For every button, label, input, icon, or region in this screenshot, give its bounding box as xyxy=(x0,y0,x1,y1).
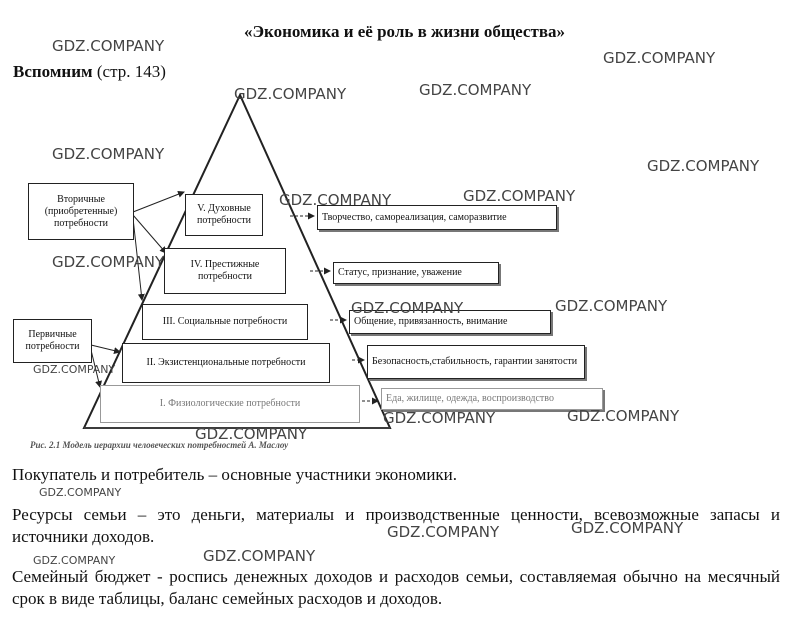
primary-needs-box: Первичные потребности xyxy=(13,319,92,363)
arrow-secondary-v xyxy=(132,190,185,213)
watermark: GDZ.COMPANY xyxy=(463,187,576,205)
watermark: GDZ.COMPANY xyxy=(647,157,760,175)
desc-existential: Безопасность,стабильность, гарантии заня… xyxy=(367,345,585,379)
watermark: GDZ.COMPANY xyxy=(33,363,116,376)
remember-bold: Вспомним xyxy=(13,62,93,81)
watermark: GDZ.COMPANY xyxy=(52,37,165,55)
watermark: GDZ.COMPANY xyxy=(39,486,122,499)
watermark: GDZ.COMPANY xyxy=(52,145,165,163)
level-4-prestige: IV. Престижные потребности xyxy=(164,248,286,294)
watermark: GDZ.COMPANY xyxy=(203,547,316,565)
desc-spiritual: Творчество, самореализация, саморазвитие xyxy=(317,205,557,230)
desc-physiological: Еда, жилище, одежда, воспроизводство xyxy=(381,388,603,410)
arrow-secondary-iii xyxy=(132,217,145,301)
level-3-social: III. Социальные потребности xyxy=(142,304,308,340)
pyramid-diagram xyxy=(82,92,392,429)
watermark: GDZ.COMPANY xyxy=(52,253,165,271)
secondary-needs-box: Вторичные (приобретенные) потребности xyxy=(28,183,134,240)
remember-page: (стр. 143) xyxy=(92,62,166,81)
level-1-physiological: I. Физиологические потребности xyxy=(100,385,360,423)
level-2-existential: II. Экзистенциональные потребности xyxy=(122,343,330,383)
desc-prestige: Статус, признание, уважение xyxy=(333,262,499,284)
watermark: GDZ.COMPANY xyxy=(33,554,116,567)
watermark: GDZ.COMPANY xyxy=(279,191,392,209)
remember-line: Вспомним (стр. 143) xyxy=(13,62,166,82)
arrow-primary-ii xyxy=(90,344,121,354)
watermark: GDZ.COMPANY xyxy=(387,523,500,541)
watermark: GDZ.COMPANY xyxy=(351,299,464,317)
watermark: GDZ.COMPANY xyxy=(419,81,532,99)
watermark: GDZ.COMPANY xyxy=(555,297,668,315)
paragraph-family-resources: Ресурсы семьи – это деньги, материалы и … xyxy=(12,505,780,546)
arrow-primary-i xyxy=(90,349,102,388)
level-5-spiritual: V. Духовные потребности xyxy=(185,194,263,236)
watermark: GDZ.COMPANY xyxy=(571,519,684,537)
paragraph-participants: Покупатель и потребитель – основные учас… xyxy=(12,465,458,484)
arrow-secondary-iv xyxy=(132,214,167,254)
page-title: «Экономика и её роль в жизни общества» xyxy=(243,22,566,41)
paragraph-family-budget: Семейный бюджет - роспись денежных доход… xyxy=(12,567,780,608)
watermark: GDZ.COMPANY xyxy=(603,49,716,67)
watermark: GDZ.COMPANY xyxy=(195,425,308,443)
figure-caption: Рис. 2.1 Модель иерархии человеческих по… xyxy=(30,440,289,450)
desc-social: Общение, привязанность, внимание xyxy=(349,310,551,334)
watermark: GDZ.COMPANY xyxy=(567,407,680,425)
watermark: GDZ.COMPANY xyxy=(234,85,347,103)
watermark: GDZ.COMPANY xyxy=(383,409,496,427)
